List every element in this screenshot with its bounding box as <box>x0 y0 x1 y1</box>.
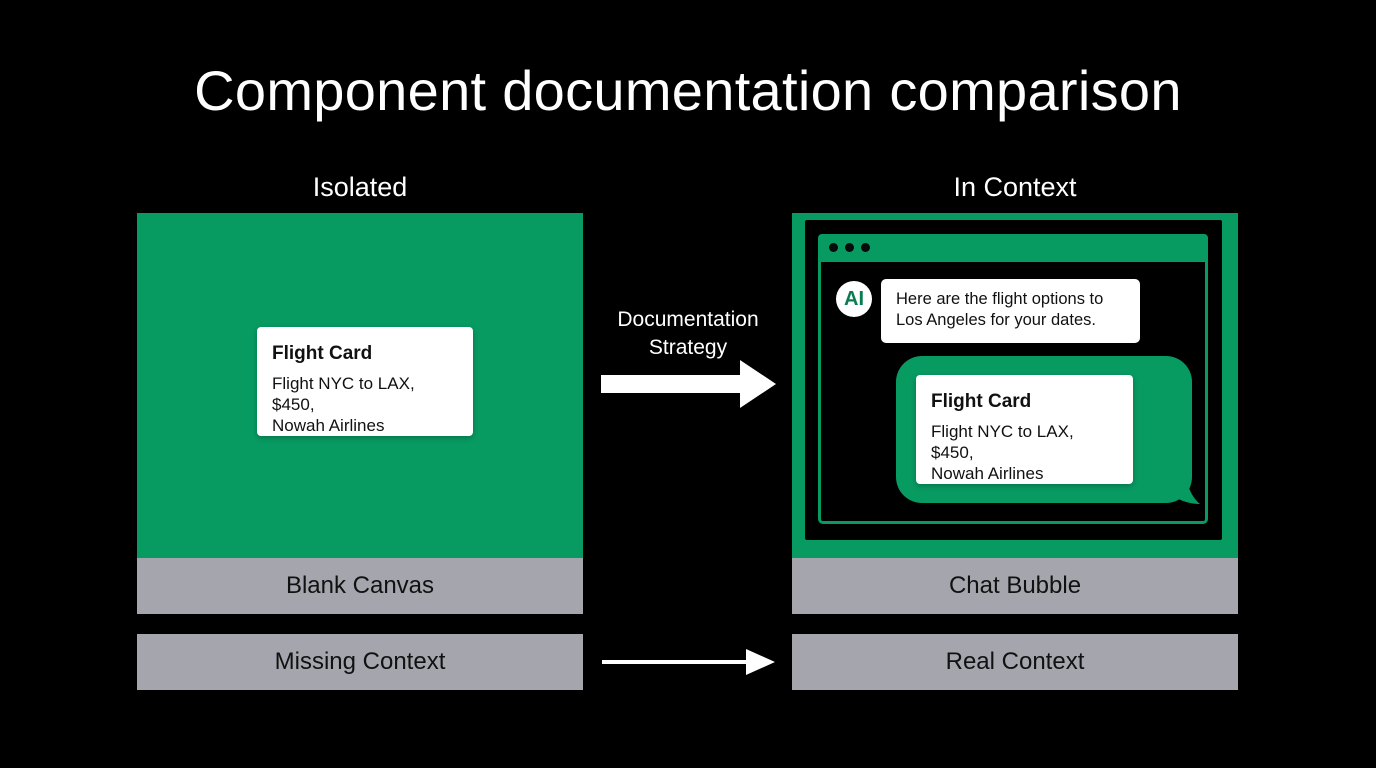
window-dot-icon <box>829 243 838 252</box>
isolated-heading: Isolated <box>312 172 408 202</box>
flight-card-body: Flight NYC to LAX, $450, Nowah Airlines <box>931 422 1074 483</box>
real-context-label: Real Context <box>792 634 1238 690</box>
in-context-heading: In Context <box>953 172 1077 202</box>
isolated-flight-card: Flight Card Flight NYC to LAX, $450, Now… <box>257 327 473 436</box>
thin-right-arrow-icon <box>602 649 775 675</box>
window-dot-icon <box>845 243 854 252</box>
documentation-strategy-label: Documentation Strategy <box>617 308 759 359</box>
blank-canvas-label: Blank Canvas <box>137 558 583 614</box>
page-title: Component documentation comparison <box>194 59 1182 122</box>
ai-message-bubble: Here are the flight options to Los Angel… <box>881 279 1140 343</box>
chat-window-titlebar <box>818 234 1208 262</box>
flight-card-title: Flight Card <box>272 343 373 364</box>
chat-bubble-label: Chat Bubble <box>792 558 1238 614</box>
flight-card-title: Flight Card <box>931 391 1032 412</box>
missing-context-label: Missing Context <box>137 634 583 690</box>
in-context-flight-card: Flight Card Flight NYC to LAX, $450, Now… <box>916 375 1133 484</box>
ai-avatar: AI <box>836 281 872 317</box>
window-dot-icon <box>861 243 870 252</box>
chat-bubble-tail-icon <box>1164 478 1200 504</box>
flight-card-body: Flight NYC to LAX, $450, Nowah Airlines <box>272 374 415 435</box>
thick-right-arrow-icon <box>601 360 776 408</box>
